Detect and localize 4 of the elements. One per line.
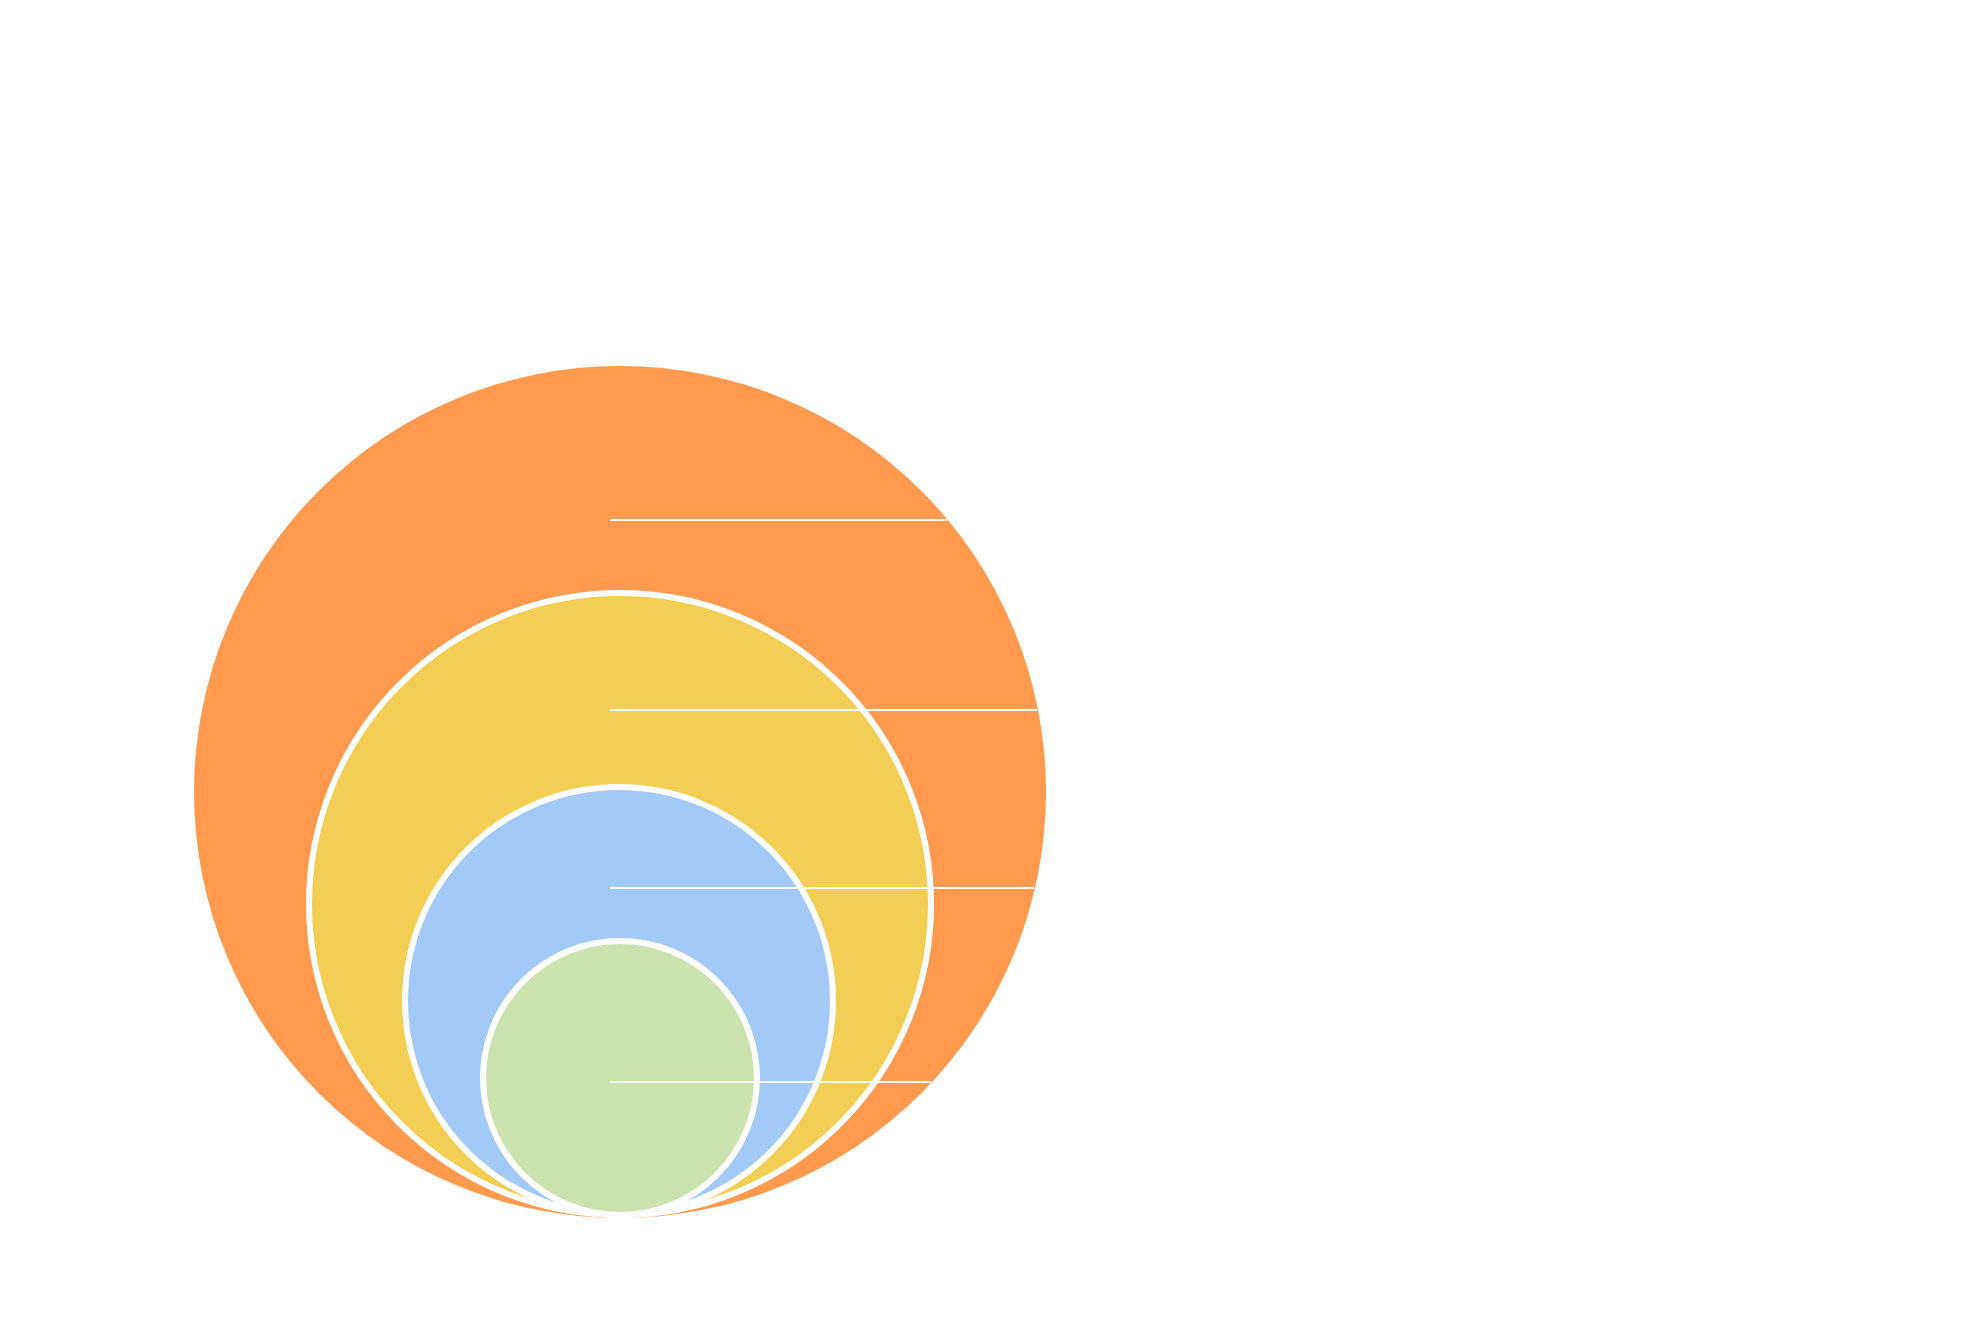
leader-line — [609, 519, 948, 521]
leader-line — [609, 709, 1039, 711]
leader-line — [609, 887, 1036, 889]
leader-line — [609, 1081, 933, 1083]
